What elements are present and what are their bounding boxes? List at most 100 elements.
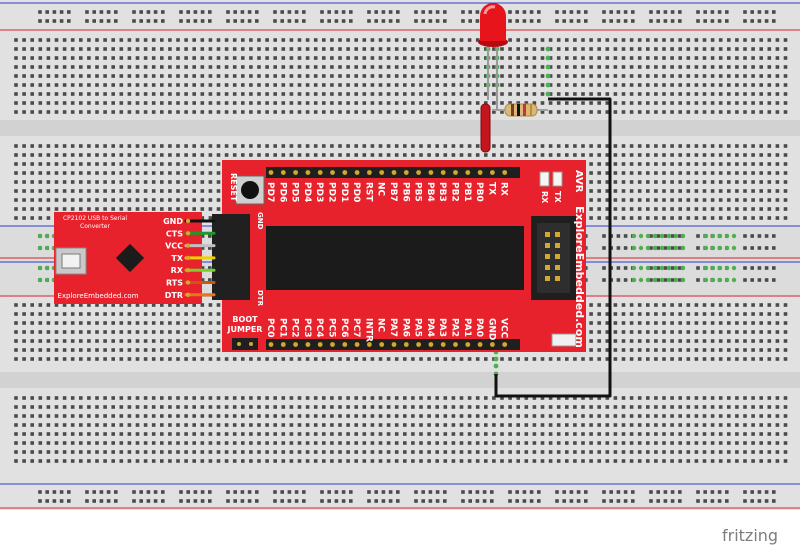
isp-header-pins [545, 232, 560, 281]
breadboard-hole [281, 83, 286, 87]
breadboard-hole [751, 216, 755, 220]
breadboard-hole [273, 56, 277, 60]
breadboard-hole [775, 216, 780, 220]
usb-pin-label: RX [171, 266, 184, 275]
breadboard-hole [338, 144, 342, 148]
header-pin [490, 342, 495, 347]
breadboard-hole [208, 348, 213, 352]
breadboard-hole [38, 357, 43, 361]
breadboard-hole [305, 144, 310, 148]
breadboard-hole [581, 405, 585, 409]
rail-hole [186, 19, 190, 23]
breadboard-hole [783, 432, 788, 436]
rail-hole [696, 10, 700, 14]
breadboard-hole [694, 171, 699, 175]
rail-hole [656, 234, 660, 238]
breadboard-hole [605, 348, 610, 352]
breadboard-hole [605, 207, 610, 211]
breadboard-hole [87, 153, 91, 157]
breadboard-hole [565, 459, 569, 463]
breadboard-hole [629, 207, 634, 211]
breadboard-hole [775, 441, 780, 445]
breadboard-hole [386, 110, 391, 114]
breadboard-hole [168, 74, 172, 78]
breadboard-hole [111, 65, 115, 69]
breadboard-hole [305, 47, 310, 51]
breadboard-hole [702, 198, 707, 202]
breadboard-hole [70, 56, 75, 60]
breadboard-hole [702, 110, 707, 114]
breadboard-hole [354, 92, 358, 96]
breadboard-hole [573, 405, 577, 409]
breadboard-hole [727, 414, 731, 418]
breadboard-hole [662, 162, 666, 166]
breadboard-hole [654, 414, 658, 418]
rail-hole [743, 246, 747, 250]
breadboard-hole [103, 303, 107, 307]
breadboard-hole [556, 56, 561, 60]
breadboard-hole [216, 65, 221, 69]
breadboard-hole [208, 450, 213, 454]
breadboard-hole [378, 423, 383, 427]
breadboard-hole [14, 348, 18, 352]
breadboard-hole [646, 396, 650, 400]
rail-hole [656, 19, 660, 23]
breadboard-hole [87, 450, 91, 454]
breadboard-hole [14, 441, 18, 445]
breadboard-hole [200, 216, 205, 220]
breadboard-hole [735, 396, 739, 400]
breadboard-hole [22, 339, 26, 343]
breadboard-hole [176, 171, 180, 175]
breadboard-hole [532, 423, 537, 427]
rail-hole [764, 266, 769, 270]
breadboard-hole [79, 348, 83, 352]
breadboard-hole [22, 162, 26, 166]
breadboard-hole [589, 330, 593, 334]
breadboard-hole [540, 153, 545, 157]
rail-hole [396, 490, 400, 494]
header-pin [280, 342, 286, 347]
breadboard-hole [184, 180, 188, 184]
connected-hole [673, 233, 679, 239]
breadboard-hole [702, 38, 707, 42]
breadboard-hole [14, 56, 18, 60]
breadboard-hole [710, 74, 715, 78]
breadboard-hole [475, 396, 480, 400]
breadboard-hole [322, 83, 326, 87]
breadboard-hole [184, 459, 188, 463]
breadboard-hole [451, 144, 456, 148]
breadboard-hole [232, 459, 237, 463]
breadboard-hole [694, 153, 699, 157]
breadboard-hole [694, 110, 699, 114]
breadboard-hole [589, 312, 593, 316]
breadboard-hole [775, 180, 780, 184]
breadboard-hole [208, 47, 213, 51]
breadboard-hole [95, 153, 99, 157]
breadboard-hole [581, 432, 585, 436]
breadboard-hole [718, 198, 723, 202]
microcontroller-chip [266, 226, 524, 290]
breadboard-hole [613, 198, 618, 202]
breadboard-hole [508, 144, 512, 148]
rail-hole [461, 490, 465, 494]
rail-hole [537, 499, 541, 503]
breadboard-hole [22, 357, 26, 361]
breadboard-hole [443, 459, 448, 463]
breadboard-hole [767, 357, 772, 361]
breadboard-hole [419, 47, 423, 51]
breadboard-hole [621, 405, 626, 409]
rail-hole [114, 499, 118, 503]
breadboard-hole [743, 459, 747, 463]
breadboard-hole [127, 92, 132, 96]
rail-hole [367, 490, 371, 494]
breadboard-hole [662, 414, 666, 418]
breadboard-hole [38, 92, 43, 96]
breadboard-hole [718, 101, 723, 105]
breadboard-channel-bottom [0, 372, 800, 388]
rail-hole [743, 499, 747, 503]
breadboard-hole [508, 423, 512, 427]
breadboard-hole [678, 189, 682, 193]
breadboard-hole [241, 47, 245, 51]
breadboard-hole [613, 83, 618, 87]
connected-hole [680, 277, 686, 283]
